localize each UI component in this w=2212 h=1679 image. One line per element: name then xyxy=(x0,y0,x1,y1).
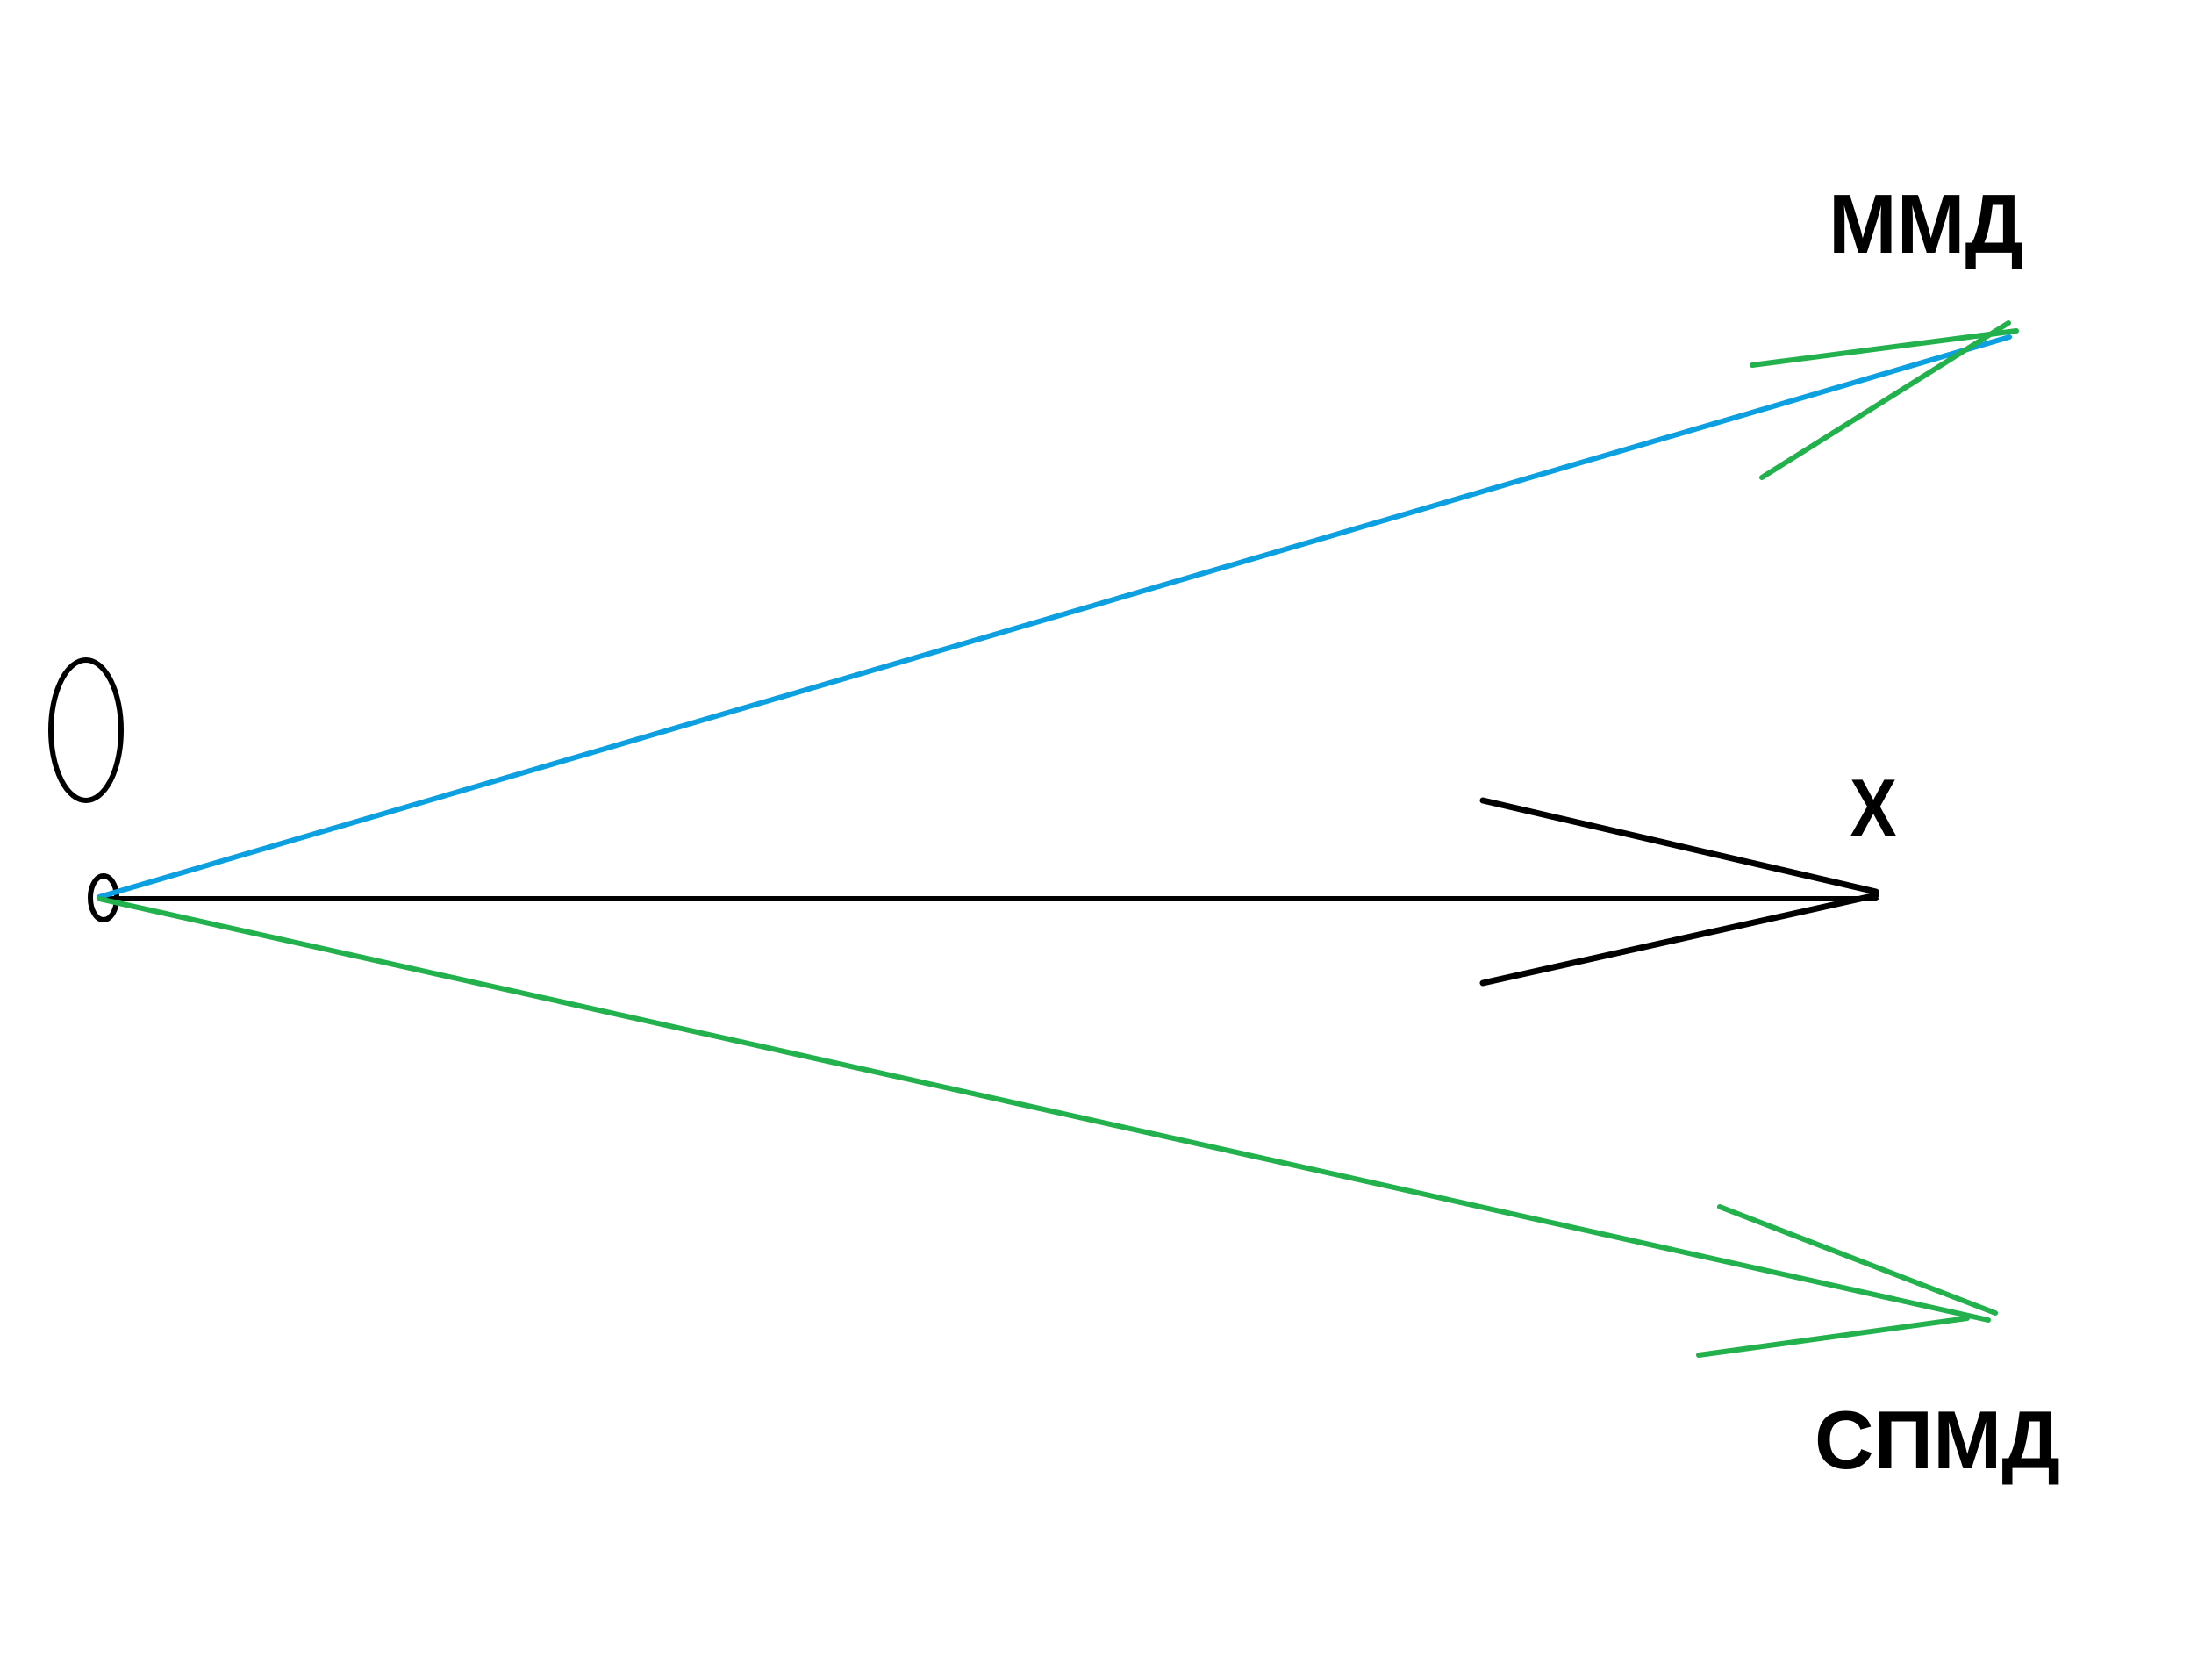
arrow-x xyxy=(97,797,1879,987)
arrow-spmd-shaft xyxy=(97,896,1991,1323)
arrow-mmd-head-lower xyxy=(1759,320,2011,480)
arrow-spmd-head-upper xyxy=(1717,1204,1998,1316)
label-spmd: СПМД xyxy=(1815,1394,2060,1486)
arrow-mmd-head-upper xyxy=(1750,328,2019,368)
arrow-spmd-head-lower xyxy=(1696,1316,1970,1358)
arrow-spmd xyxy=(97,896,1998,1358)
arrow-x-head-lower xyxy=(1479,892,1879,987)
label-x: X xyxy=(1850,762,1897,854)
arrow-mmd xyxy=(97,320,2019,900)
label-mmd: ММД xyxy=(1829,177,2023,271)
large-ellipse xyxy=(48,657,124,803)
arrow-mmd-shaft xyxy=(97,334,2012,900)
arrow-x-head-upper xyxy=(1479,797,1879,895)
